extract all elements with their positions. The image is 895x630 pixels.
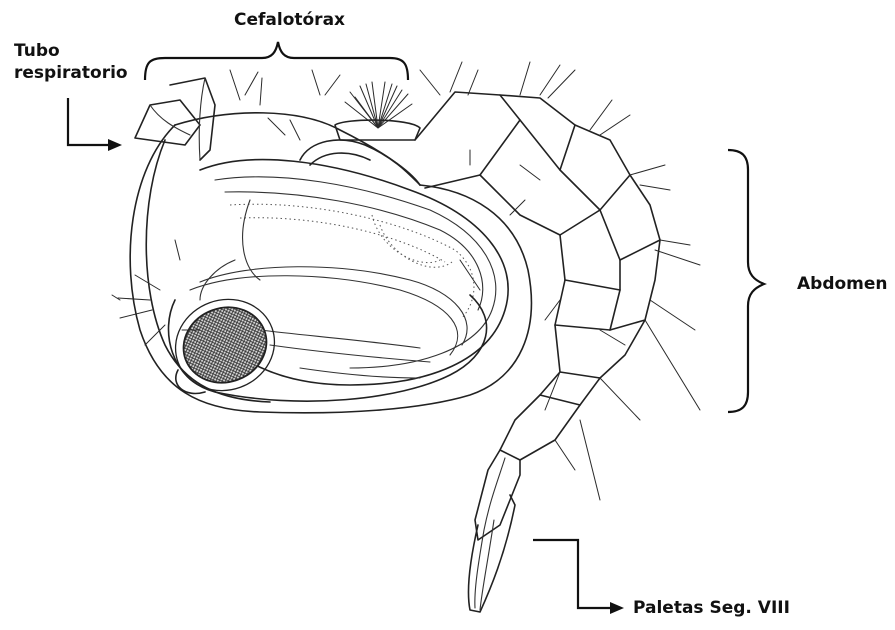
dorsal-tuft [335, 82, 420, 140]
label-tubo-respiratorio-line1: Tubo [14, 40, 128, 62]
label-tubo-respiratorio: Tubo respiratorio [14, 40, 128, 84]
abdomen-brace [728, 150, 764, 412]
label-cefalotorax: Cefalotórax [234, 9, 345, 31]
respiratory-trumpet [135, 78, 215, 160]
label-abdomen: Abdomen [797, 273, 888, 295]
label-tubo-respiratorio-line2: respiratorio [14, 62, 128, 84]
setae [112, 62, 700, 500]
paletas-arrow [533, 540, 624, 614]
cefalotorax-bracket [145, 42, 408, 80]
label-paletas: Paletas Seg. VIII [633, 597, 790, 619]
tubo-respiratorio-arrow [68, 98, 122, 151]
compound-eye [163, 286, 288, 405]
